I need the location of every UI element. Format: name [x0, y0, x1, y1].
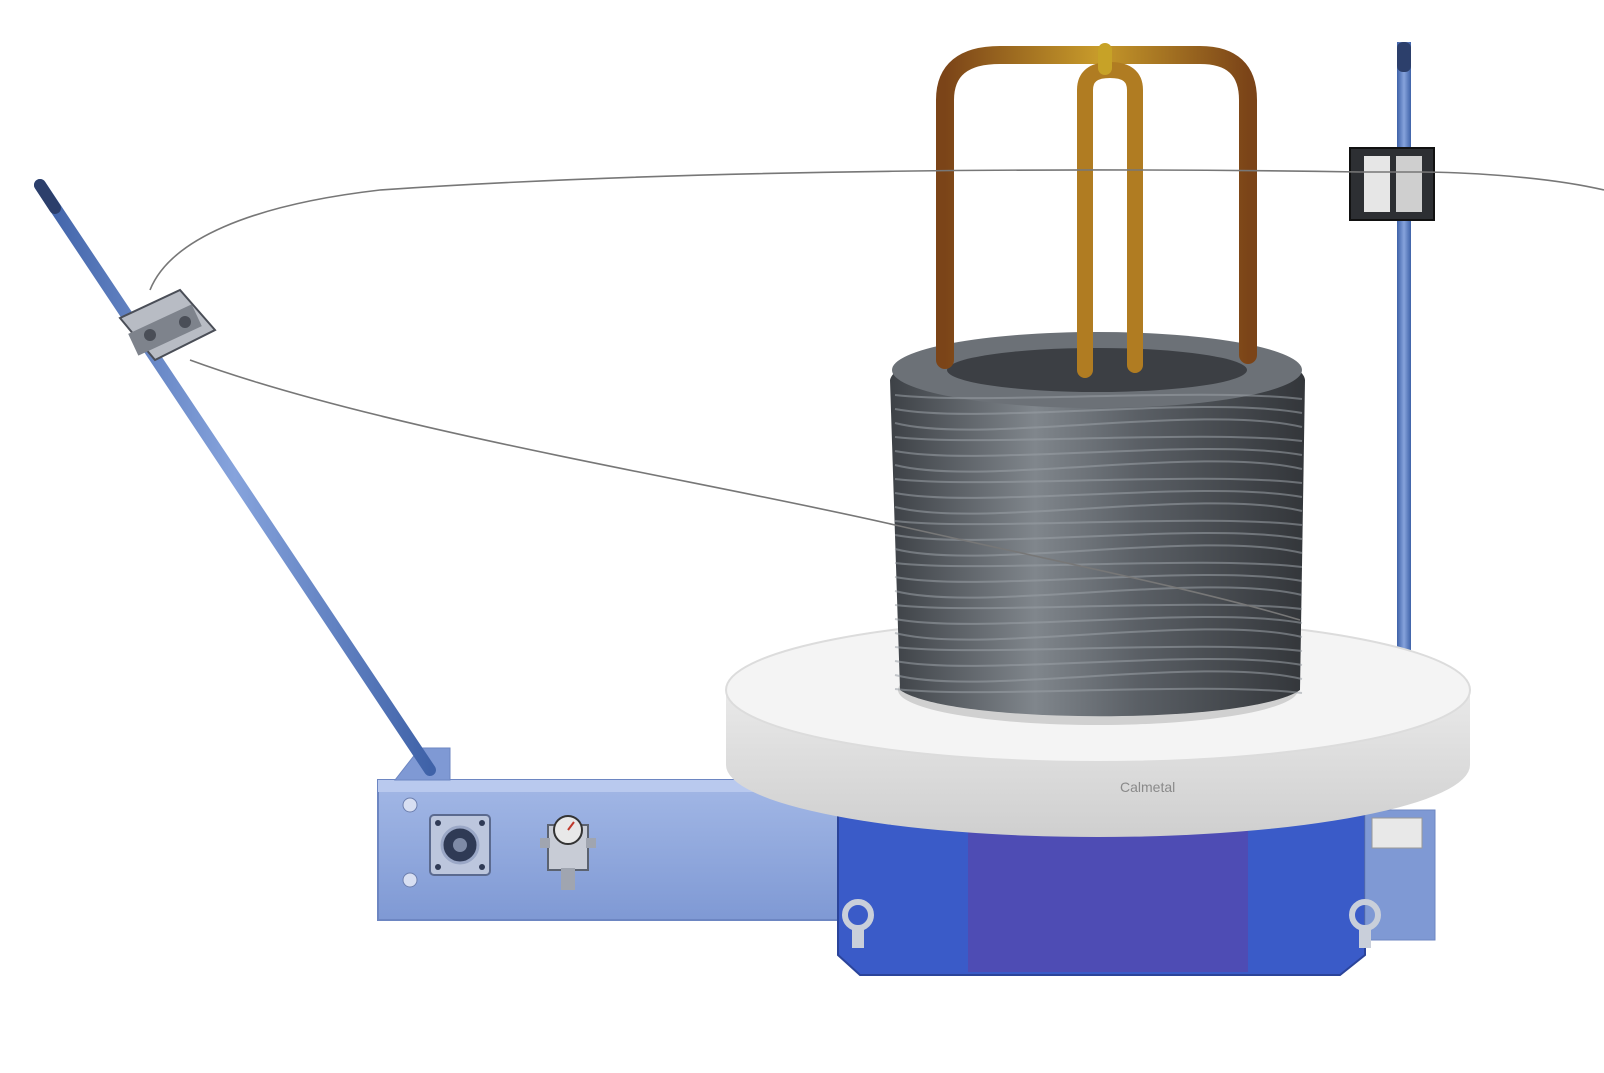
- turntable-pedestal: [837, 809, 1436, 976]
- nameplate: [1371, 817, 1423, 849]
- coil-strand: [894, 448, 1303, 457]
- wire-coil: [890, 332, 1305, 717]
- coil-strand: [894, 435, 1303, 442]
- right-wire-guide-block: [1349, 147, 1435, 221]
- coil-strand: [894, 460, 1303, 473]
- coil-strand: [894, 645, 1303, 652]
- coil-strand: [894, 687, 1303, 694]
- bolt-icon: [402, 872, 418, 888]
- coil-strand: [894, 628, 1303, 641]
- coil-strand: [894, 586, 1303, 599]
- lifting-eye-bolt-icon: [1349, 899, 1381, 948]
- pressure-gauge-icon: [540, 815, 596, 890]
- coil-strand: [894, 393, 1303, 400]
- lifting-eye-bolt-icon: [842, 899, 874, 948]
- left-wire-guide-block: [118, 288, 217, 362]
- coil-strand: [894, 670, 1303, 683]
- bolt-icon: [402, 797, 418, 813]
- coil-strand: [894, 544, 1303, 557]
- coil-strand: [894, 519, 1303, 526]
- coil-strand: [894, 406, 1303, 415]
- coil-strand: [894, 502, 1303, 515]
- right-guide-rod: [1397, 42, 1411, 662]
- coil-strand: [894, 561, 1303, 568]
- coil-strand: [894, 477, 1303, 484]
- coil-strand: [894, 616, 1303, 625]
- coil-strand: [894, 532, 1303, 541]
- coil-strand: [894, 574, 1303, 583]
- coil-strand: [894, 603, 1303, 610]
- front-panel: [968, 812, 1248, 972]
- brand-mark: Calmetal: [1120, 779, 1175, 795]
- wire-strand: [149, 169, 1604, 621]
- coil-strand: [894, 490, 1303, 499]
- left-guide-rod: [34, 179, 436, 776]
- coil-strand: [894, 418, 1303, 431]
- payoff-basket: [936, 43, 1257, 378]
- bearing-flange-icon: [429, 814, 491, 876]
- coil-strand: [894, 658, 1303, 667]
